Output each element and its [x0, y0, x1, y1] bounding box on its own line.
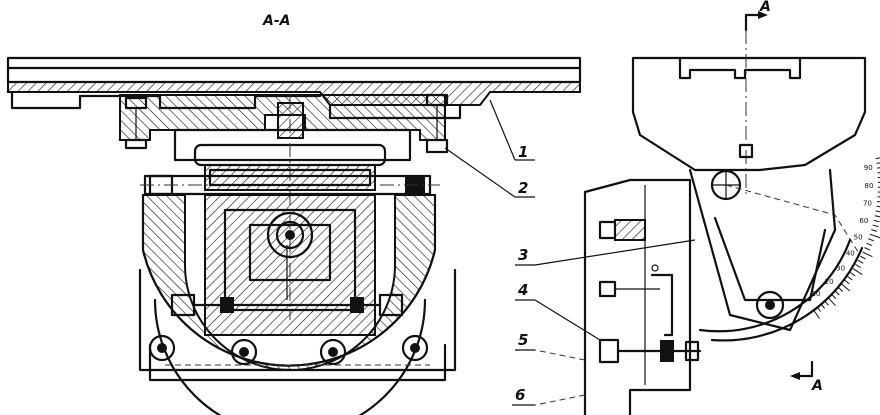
scale-tick — [874, 215, 880, 218]
hex-bolt-1 — [148, 334, 176, 362]
scale-tick — [864, 247, 871, 251]
scale-label: 40 — [846, 250, 855, 258]
scale-tick — [844, 279, 850, 285]
callout-6: 6 — [512, 386, 586, 406]
scale-tick — [837, 287, 844, 292]
scale-tick — [850, 272, 856, 277]
scale-tick — [820, 303, 825, 309]
scale-tick — [877, 196, 880, 198]
scale-tick — [875, 157, 880, 160]
scale-tick — [857, 259, 864, 264]
callout-4: 4 — [515, 281, 601, 341]
scale-tick — [873, 219, 880, 223]
inner-carriage — [204, 194, 376, 336]
scale-tick — [871, 229, 878, 232]
hex-bolt-4 — [401, 334, 429, 362]
scale-tick — [869, 233, 880, 239]
scale-tick — [834, 290, 840, 296]
callout-1-label: 1 — [518, 143, 528, 161]
scale-tick — [868, 238, 874, 242]
scale-tick — [852, 268, 863, 275]
scale-tick — [876, 205, 880, 208]
degree-scale — [698, 238, 864, 342]
scale-tick — [841, 283, 851, 292]
upright-plate — [583, 178, 692, 415]
scale-tick — [812, 309, 820, 319]
center-nut — [266, 211, 314, 259]
scale-tick — [875, 210, 880, 213]
callout-3: 3 — [515, 239, 696, 266]
callout-5-label: 5 — [518, 331, 528, 349]
scale-tick — [876, 162, 880, 164]
section-mark-bottom: A — [790, 360, 823, 394]
scale-label: 70 — [863, 200, 872, 208]
bracket-body — [688, 168, 837, 332]
scale-tick — [860, 255, 866, 260]
section-mark-top: A — [744, 0, 771, 32]
scale-label: 30 — [836, 265, 845, 273]
scale-tick — [866, 242, 873, 246]
hex-bolt-3 — [319, 338, 347, 366]
scale-tick — [816, 306, 822, 312]
scale-label: 50 — [854, 234, 863, 242]
hex-bolt-2 — [230, 338, 258, 366]
table-head — [631, 30, 867, 195]
scale-label: 20 — [825, 278, 834, 286]
scale-tick — [855, 264, 861, 269]
scale-tick — [862, 251, 873, 258]
callout-4-label: 4 — [517, 281, 528, 299]
callout-6-label: 6 — [515, 386, 525, 404]
rotary-base — [141, 193, 437, 415]
bolt-left — [124, 96, 148, 150]
nut-housing — [204, 164, 376, 191]
section-title: A-A — [262, 13, 290, 29]
swing-outline — [725, 184, 861, 256]
section-view-a-a: A-A — [6, 13, 582, 415]
lower-cross-bolts — [170, 293, 404, 317]
scale-tick — [827, 297, 836, 307]
section-mark-top-label: A — [759, 0, 771, 15]
scale-tick — [824, 300, 829, 306]
scale-label: 80 — [865, 182, 874, 190]
bolt-right — [425, 93, 449, 154]
scale-tick — [877, 167, 880, 169]
callout-3-label: 3 — [518, 246, 528, 264]
base-plate — [138, 268, 457, 382]
callout-2: 2 — [444, 147, 535, 198]
scale-label: 60 — [859, 217, 868, 225]
scale-tick — [847, 275, 853, 281]
callout-5: 5 — [515, 331, 586, 361]
callout-2-label: 2 — [518, 179, 528, 197]
arc-hex-nut — [755, 290, 785, 320]
scale-label: 90 — [864, 164, 873, 172]
scale-tick — [872, 224, 879, 228]
scale-tick — [831, 293, 837, 299]
clamp-bolt — [598, 338, 702, 364]
scale-label: 10 — [812, 290, 821, 298]
callout-1: 1 — [489, 99, 535, 161]
section-mark-bottom-label: A — [811, 378, 823, 394]
scale-tick — [877, 201, 880, 203]
